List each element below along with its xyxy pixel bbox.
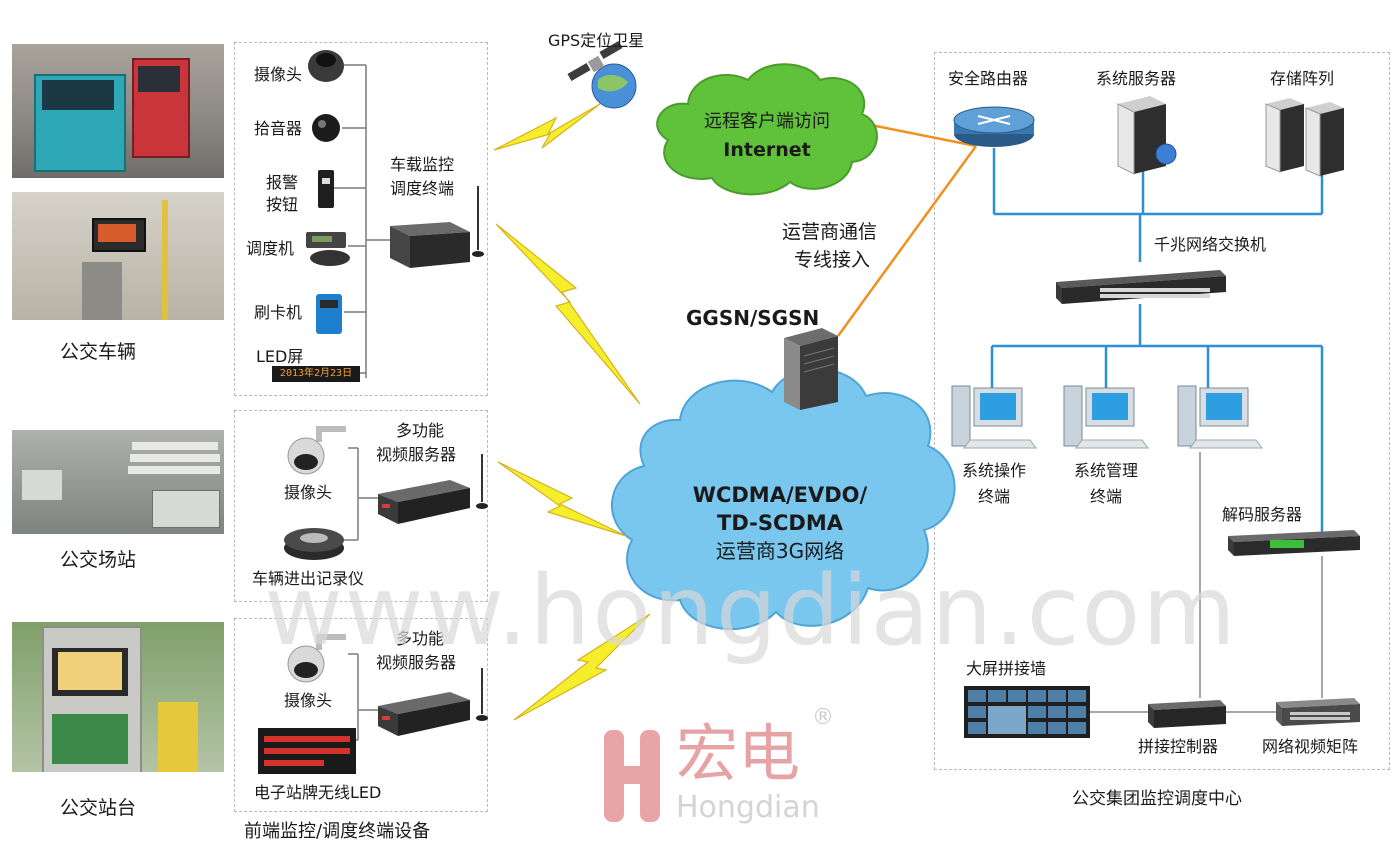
storage-label: 存储阵列 (1270, 69, 1335, 88)
decoder-label: 解码服务器 (1222, 505, 1303, 524)
ggsn-label: GGSN/SGSN (686, 306, 820, 330)
stop-device-frame (234, 618, 488, 812)
control-center-title: 公交集团监控调度中心 (1072, 789, 1242, 809)
dispatcher-icon (306, 232, 350, 266)
network-cloud-line2: TD-SCDMA (717, 511, 843, 535)
storage-array-icon (1265, 98, 1344, 177)
op-terminal-label-line1: 系统操作 (961, 461, 1026, 480)
led-display: 2013年2月23日 (272, 366, 360, 382)
station-server-label-line1: 多功能 (396, 421, 445, 440)
internet-cloud-line2: Internet (723, 139, 811, 161)
led-sign-icon (258, 728, 356, 774)
op-terminal-label-line2: 终端 (977, 487, 1010, 506)
video-matrix-icon (1276, 698, 1360, 726)
carrier-label-line2: 专线接入 (794, 249, 871, 271)
carrier-label-line1: 运营商通信 (782, 221, 878, 243)
watermark: www.hongdian.com (264, 555, 1238, 667)
vehicle-recorder-icon (284, 528, 344, 560)
stop-led-label: 电子站牌无线LED (254, 783, 382, 802)
internet-cloud-line1: 远程客户端访问 (704, 111, 830, 132)
logo-registered: ® (812, 705, 834, 730)
hongdian-logo-mark-icon (600, 726, 664, 826)
bus-stop-label: 公交站台 (60, 797, 137, 819)
system-server-icon (1117, 96, 1177, 175)
bus-interior-photo (12, 192, 224, 320)
bolt-station (497, 461, 627, 537)
card-reader-label: 刷卡机 (254, 303, 303, 322)
mgmt-terminal-icon (1063, 385, 1149, 449)
mgmt-terminal-label-line1: 系统管理 (1073, 461, 1138, 480)
gigabit-switch-icon (1056, 270, 1226, 304)
led-label: LED屏 (256, 347, 304, 366)
gps-satellite-icon (567, 41, 637, 109)
internet-cloud-shape (656, 63, 878, 196)
station-video-server-icon (378, 454, 488, 524)
stop-ptz-camera-icon (287, 634, 346, 683)
dispatcher-label: 调度机 (246, 239, 295, 258)
terminal-icon (1177, 385, 1263, 449)
splice-controller-label: 拼接控制器 (1138, 737, 1219, 756)
alarm-label-line1: 报警 (266, 173, 299, 192)
gps-label: GPS定位卫星 (548, 31, 645, 50)
card-reader-icon (316, 294, 342, 334)
bolt-vehicle (495, 223, 641, 405)
alarm-button-icon (318, 170, 334, 208)
bus-station-label: 公交场站 (60, 549, 137, 571)
recorder-label: 车辆进出记录仪 (252, 569, 365, 588)
vehicle-device-frame (234, 42, 488, 396)
logo-en: Hongdian (676, 790, 820, 825)
switch-label: 千兆网络交换机 (1154, 235, 1267, 254)
stop-camera-label: 摄像头 (284, 691, 333, 710)
bus-vehicle-label: 公交车辆 (60, 341, 137, 363)
bolt-gps (493, 103, 601, 151)
alarm-label-line2: 按钮 (266, 195, 299, 214)
router-label: 安全路由器 (948, 69, 1029, 88)
video-wall-icon (964, 686, 1090, 738)
ggsn-server-icon (784, 328, 838, 410)
bolt-stop (513, 613, 651, 721)
op-terminal-icon (951, 385, 1037, 449)
splice-controller-icon (1148, 700, 1226, 728)
bus-stop-photo (12, 622, 224, 772)
vehicle-terminal-label-line2: 调度终端 (390, 179, 455, 198)
vehicle-camera-label: 摄像头 (254, 65, 303, 84)
dome-camera-icon (308, 50, 344, 82)
stop-server-label-line2: 视频服务器 (376, 653, 457, 672)
mgmt-terminal-label-line2: 终端 (1089, 487, 1122, 506)
system-server-label: 系统服务器 (1096, 69, 1177, 88)
control-center-frame (934, 52, 1390, 770)
bus-station-photo (12, 430, 224, 534)
stop-video-server-icon (378, 668, 488, 736)
vehicle-terminal-label-line1: 车载监控 (390, 155, 455, 174)
decoder-server-icon (1228, 530, 1360, 556)
station-ptz-camera-icon (287, 426, 346, 475)
router-icon (953, 106, 1035, 147)
vehicle-terminal-icon (390, 186, 484, 268)
bus-street-photo (12, 44, 224, 178)
microphone-pickup-icon (312, 114, 340, 142)
video-wall-label: 大屏拼接墙 (966, 659, 1047, 678)
video-matrix-label: 网络视频矩阵 (1262, 737, 1359, 756)
network-cloud-line3: 运营商3G网络 (715, 539, 845, 563)
network-cloud-line1: WCDMA/EVDO/ (692, 483, 868, 507)
station-camera-label: 摄像头 (284, 483, 333, 502)
stop-server-label-line1: 多功能 (396, 629, 445, 648)
front-end-title: 前端监控/调度终端设备 (244, 821, 431, 842)
station-server-label-line2: 视频服务器 (376, 445, 457, 464)
logo-cn: 宏电 (676, 717, 801, 790)
pickup-label: 拾音器 (254, 119, 303, 138)
